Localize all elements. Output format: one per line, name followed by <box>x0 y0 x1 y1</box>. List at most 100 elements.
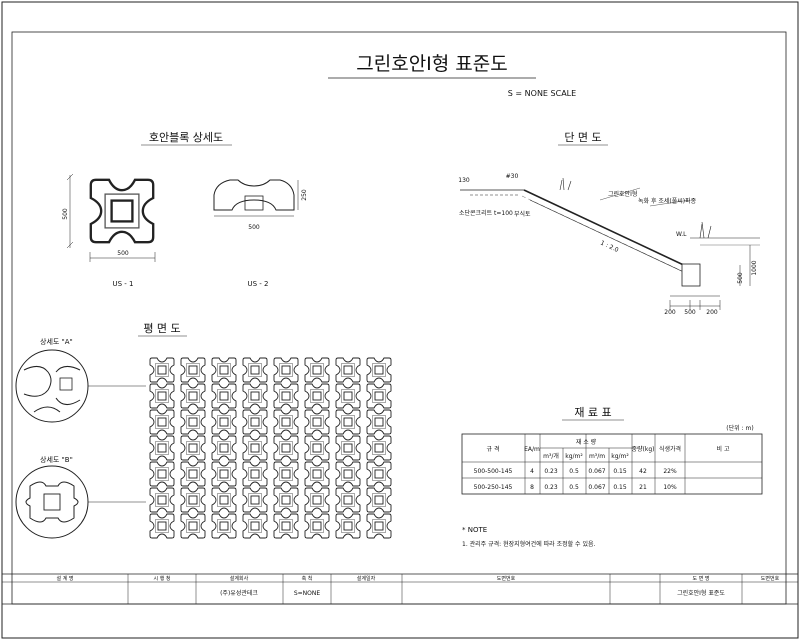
materials-cell: 10% <box>663 484 677 491</box>
cs-base-500: 500 <box>684 309 696 316</box>
us1-dim-width: 500 <box>117 250 129 257</box>
title-cell-designer: 설계회사 <box>230 575 249 582</box>
materials-table <box>461 433 763 495</box>
plan-block <box>242 383 268 409</box>
note-title: * NOTE <box>462 526 487 534</box>
title-cell-number: 도면번호 <box>497 575 516 582</box>
plan-block <box>273 487 299 513</box>
materials-header-sub2: kg/m² <box>565 453 583 460</box>
plan-block <box>273 435 299 461</box>
plan-block <box>180 461 206 487</box>
plan-block <box>273 409 299 435</box>
materials-header-concrete: 재 소 량 <box>576 438 597 446</box>
plan-block <box>211 383 237 409</box>
plan-block <box>211 487 237 513</box>
plan-block-grid <box>149 357 392 539</box>
plan-block <box>180 357 206 383</box>
plan-block <box>304 409 330 435</box>
plan-block <box>304 513 330 539</box>
us1-block-drawing <box>66 173 156 262</box>
plan-block <box>335 487 361 513</box>
plan-block <box>149 435 175 461</box>
plan-block <box>180 383 206 409</box>
materials-cell: 8 <box>530 484 534 491</box>
plan-block <box>149 461 175 487</box>
materials-cell: 0.23 <box>544 468 558 475</box>
materials-header-sub3: m³/m <box>589 453 605 460</box>
note-text: 1. 관리주 규격: 현장지형여건에 따라 조정할 수 있음. <box>462 540 595 548</box>
plan-block <box>149 513 175 539</box>
title-cell-drawing-name: 도 면 명 <box>693 575 710 582</box>
title-cell-date: 설계일자 <box>357 575 376 582</box>
us2-label: US - 2 <box>248 280 269 288</box>
plan-block <box>211 435 237 461</box>
detail-a-label: 상세도 "A" <box>40 337 73 346</box>
plan-block <box>180 409 206 435</box>
plan-block <box>180 435 206 461</box>
title-scale: S=NONE <box>294 590 321 597</box>
scale-label: S = NONE SCALE <box>508 89 576 98</box>
plan-block <box>242 487 268 513</box>
plan-block <box>242 435 268 461</box>
materials-cell: 0.5 <box>569 468 579 475</box>
plan-block <box>180 487 206 513</box>
us2-block-drawing <box>213 179 299 217</box>
materials-cell: 500-500-145 <box>474 468 513 475</box>
plan-block <box>242 513 268 539</box>
plan-block <box>149 487 175 513</box>
us2-dim-height: 250 <box>301 189 308 201</box>
plan-block <box>273 357 299 383</box>
cs-water-level: W.L <box>676 231 687 238</box>
title-cell-scale: 축 척 <box>302 575 313 582</box>
materials-cell: 0.15 <box>613 484 627 491</box>
materials-cell: 22% <box>663 468 677 475</box>
plan-block <box>304 487 330 513</box>
drawing-title: 그린호안I형 표준도 <box>356 53 507 75</box>
materials-header-remark: 비 고 <box>717 445 730 453</box>
materials-cell: 42 <box>639 468 647 475</box>
block-detail-heading: 호안블록 상세도 <box>149 131 223 144</box>
us1-label: US - 1 <box>113 280 134 288</box>
plan-block <box>366 383 392 409</box>
plan-block <box>180 513 206 539</box>
plan-block <box>273 461 299 487</box>
plan-block <box>211 513 237 539</box>
cs-base-200-left: 200 <box>664 309 676 316</box>
cs-base-200-right: 200 <box>706 309 718 316</box>
cs-block-label: 그린호안I형 <box>608 190 637 198</box>
plan-block <box>273 513 299 539</box>
cs-backfill-label: 부식토 <box>514 210 531 218</box>
title-drawing-name: 그린호안I형 표준도 <box>677 589 725 597</box>
materials-row-1: 500-500-145 4 0.23 0.5 0.067 0.15 42 22% <box>474 468 677 475</box>
cs-edge-label: 소단콘크리트 t=100 <box>459 209 513 217</box>
materials-header-ratio: 식생가격 <box>659 445 681 453</box>
materials-cell: 21 <box>639 484 647 491</box>
materials-unit: (단위 : m) <box>726 424 753 432</box>
detail-a-circle <box>15 349 146 423</box>
plan-block <box>366 461 392 487</box>
title-cell-client: 시 행 청 <box>154 575 171 582</box>
materials-cell: 500-250-145 <box>474 484 513 491</box>
materials-header-sub1: m³/개 <box>543 452 559 460</box>
title-cell-drawing-no: 도면번호 <box>761 575 780 582</box>
plan-heading: 평 면 도 <box>143 322 180 335</box>
materials-header-spec: 규 격 <box>487 446 500 453</box>
materials-cell: 4 <box>530 468 534 475</box>
materials-header-weight: 중량(kg) <box>631 446 654 453</box>
materials-header-ea: EA/m <box>524 446 540 453</box>
materials-heading: 재 료 표 <box>574 406 611 419</box>
plan-block <box>211 461 237 487</box>
title-company: (주)유성관테크 <box>220 589 258 597</box>
materials-cell: 0.5 <box>569 484 579 491</box>
materials-cell: 0.067 <box>588 484 605 491</box>
materials-row-2: 500-250-145 8 0.23 0.5 0.067 0.15 21 10% <box>474 484 677 491</box>
materials-cell: 0.067 <box>588 468 605 475</box>
plan-block <box>211 409 237 435</box>
cs-top-width: #30 <box>506 173 519 180</box>
plan-block <box>242 357 268 383</box>
plan-block <box>304 461 330 487</box>
title-block <box>2 573 798 605</box>
plan-block <box>335 435 361 461</box>
materials-cell: 0.23 <box>544 484 558 491</box>
plan-block <box>335 383 361 409</box>
